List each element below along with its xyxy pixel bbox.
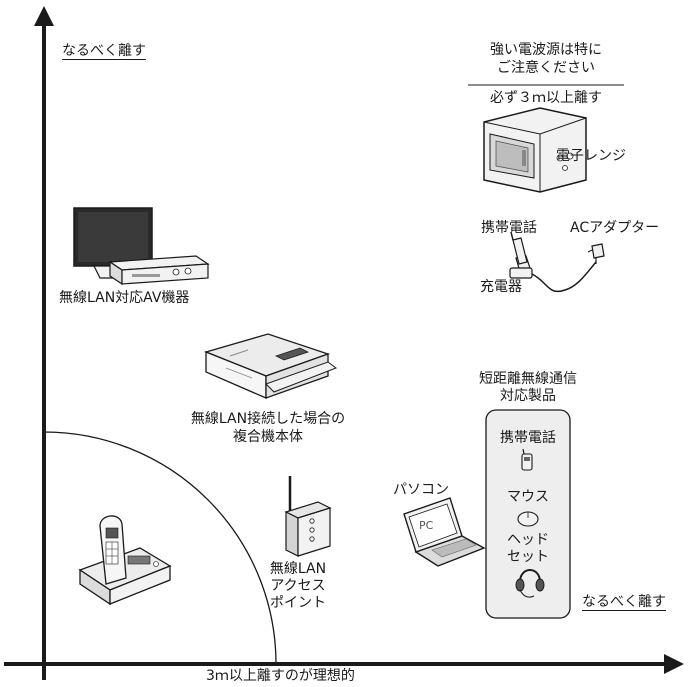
printer-label-line2: 複合機本体 <box>233 429 303 445</box>
phone-charger-icon <box>509 231 597 293</box>
x-axis-far-label: なるべく離す <box>582 594 666 610</box>
printer-label-line1: 無線LAN接続した場合の <box>190 411 346 427</box>
access-point-icon <box>284 476 332 557</box>
panel-mouse-label: マウス <box>507 489 549 505</box>
microwave-icon <box>483 107 587 193</box>
pc-label: パソコン <box>393 482 449 498</box>
ac-adapter-label: ACアダプター <box>570 220 660 236</box>
ac-adapter-icon <box>587 243 605 264</box>
av-device-label: 無線LAN対応AV機器 <box>59 290 190 306</box>
av-player-icon <box>108 255 210 286</box>
warning-line3: 必ず３ｍ以上離す <box>490 90 602 106</box>
warning-line1: 強い電波源は特に <box>490 42 602 58</box>
panel-headset-label-line1: ヘッド <box>507 532 549 548</box>
cordless-phone-icon <box>78 515 172 606</box>
distance-arc <box>43 431 277 665</box>
x-axis-bottom-label: 3ｍ以上離すのが理想的 <box>206 668 355 684</box>
headset-icon <box>515 569 545 598</box>
phone-label: 携帯電話 <box>481 220 537 236</box>
access-point-label-line3: ポイント <box>270 595 326 611</box>
panel-phone-icon <box>521 448 533 471</box>
panel-phone-label: 携帯電話 <box>500 430 556 446</box>
short-range-title-line2: 対応製品 <box>500 388 556 404</box>
laptop-icon <box>403 497 486 567</box>
access-point-label-line2: アクセス <box>270 578 326 594</box>
mouse-icon <box>517 511 539 527</box>
microwave-label: 電子レンジ <box>556 148 626 164</box>
pc-screen-text: PC <box>419 519 434 532</box>
panel-headset-label-line2: セット <box>507 549 549 565</box>
y-axis-arrowhead <box>34 6 54 26</box>
access-point-label-line1: 無線LAN <box>269 561 327 577</box>
printer-icon <box>204 333 338 399</box>
y-axis-label: なるべく離す <box>62 43 146 59</box>
charger-label: 充電器 <box>480 279 522 295</box>
x-axis-arrowhead <box>664 654 684 674</box>
short-range-title-line1: 短距離無線通信 <box>479 371 577 387</box>
tv-icon <box>73 207 153 279</box>
warning-line2: ご注意ください <box>497 60 595 76</box>
